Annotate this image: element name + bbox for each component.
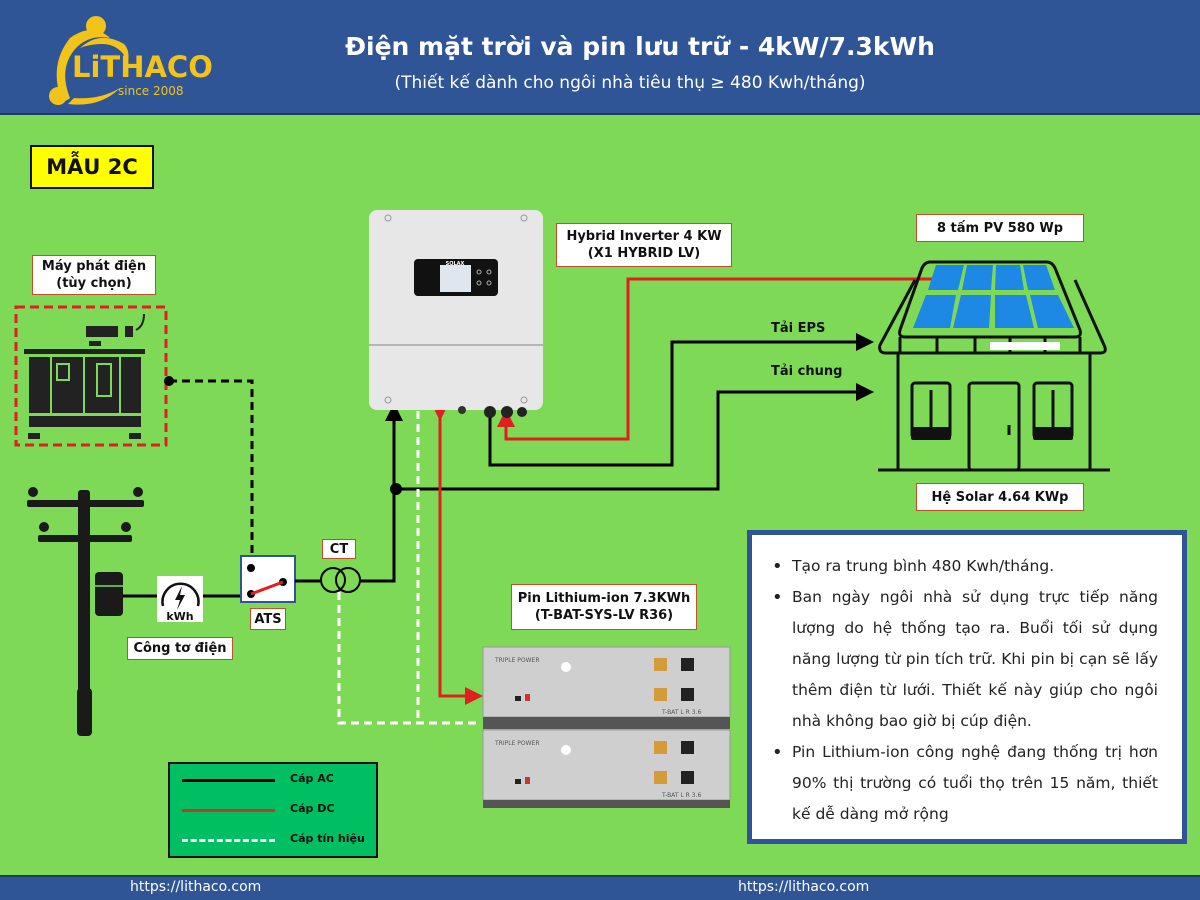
ats-label: ATS [250, 608, 286, 630]
inverter-brand: SOLAX [446, 261, 465, 267]
page-subtitle: (Thiết kế dành cho ngôi nhà tiêu thụ ≥ 4… [394, 73, 866, 93]
ct-label-text: CT [329, 541, 349, 557]
load-general-label: Tải chung [771, 364, 843, 379]
battery-module-label-2: T-BAT L R 3.6 [661, 792, 701, 799]
ats-label-text: ATS [254, 611, 282, 627]
pv-label: 8 tấm PV 580 Wp [916, 214, 1084, 242]
ats-switch-icon[interactable] [240, 555, 296, 603]
logo-text: LiTHACO [72, 50, 213, 84]
solar-system-label: Hệ Solar 4.64 KWp [916, 483, 1084, 511]
cable-legend: Cáp AC Cáp DC Cáp tín hiệu [168, 762, 378, 858]
model-badge: MẪU 2C [30, 145, 154, 189]
load-eps-label: Tải EPS [771, 321, 826, 336]
info-bullet: Tạo ra trung bình 480 Kwh/tháng. [772, 551, 1158, 582]
header: LiTHACO since 2008 Điện mặt trời và pin … [0, 0, 1200, 115]
inverter-label-line1: Hybrid Inverter 4 KW [566, 229, 722, 244]
utility-pole-icon [27, 487, 144, 736]
page-title: Điện mặt trời và pin lưu trữ - 4kW/7.3kW… [345, 32, 935, 61]
meter-unit: kWh [166, 610, 193, 623]
logo-since: since 2008 [118, 84, 184, 98]
battery-label-line1: Pin Lithium-ion 7.3KWh [517, 591, 691, 606]
legend-line-dc [182, 809, 275, 812]
battery-stack-icon[interactable]: TRIPLE POWER TRIPLE POWER T-BAT L R 3.6 … [482, 646, 731, 808]
info-bullet: Pin Lithium-ion công nghệ đang thống trị… [772, 737, 1158, 830]
house-icon [878, 260, 1110, 472]
battery-label-line2: (T-BAT-SYS-LV R36) [534, 608, 674, 623]
generator-label-line2: (tùy chọn) [56, 276, 132, 291]
legend-line-signal [182, 839, 275, 842]
legend-item-dc: Cáp DC [170, 800, 376, 820]
inverter-label-line2: (X1 HYBRID LV) [587, 246, 701, 261]
legend-item-signal: Cáp tín hiệu [170, 830, 376, 850]
meter-label-text: Công tơ điện [133, 641, 227, 656]
hybrid-inverter-icon[interactable]: SOLAX [369, 210, 543, 418]
lithaco-logo-icon [49, 16, 129, 105]
legend-label-ac: Cáp AC [290, 772, 334, 785]
inverter-label: Hybrid Inverter 4 KW (X1 HYBRID LV) [556, 223, 732, 267]
legend-label-dc: Cáp DC [290, 802, 335, 815]
footer-link-left[interactable]: https://lithaco.com [130, 879, 262, 895]
generator-label: Máy phát điện (tùy chọn) [32, 255, 156, 295]
solar-panels-icon [913, 265, 1074, 328]
battery-module-label-1: T-BAT L R 3.6 [661, 709, 701, 716]
meter-label: Công tơ điện [127, 637, 233, 660]
info-panel: Tạo ra trung bình 480 Kwh/tháng. Ban ngà… [747, 530, 1187, 844]
battery-label: Pin Lithium-ion 7.3KWh (T-BAT-SYS-LV R36… [511, 584, 697, 630]
footer: https://lithaco.com https://lithaco.com [0, 875, 1200, 900]
kwh-meter-icon: kWh [157, 576, 203, 623]
battery-brand-2: TRIPLE POWER [494, 740, 540, 747]
generator-icon [14, 305, 168, 447]
pv-label-text: 8 tấm PV 580 Wp [936, 220, 1064, 236]
ct-sensor-icon [320, 567, 361, 593]
battery-brand-1: TRIPLE POWER [494, 657, 540, 664]
footer-link-right[interactable]: https://lithaco.com [738, 879, 870, 895]
info-bullets: Tạo ra trung bình 480 Kwh/tháng. Ban ngà… [772, 551, 1158, 830]
generator-label-line1: Máy phát điện [41, 259, 147, 274]
legend-line-ac [182, 779, 275, 782]
info-bullet: Ban ngày ngôi nhà sử dụng trực tiếp năng… [772, 582, 1158, 737]
legend-label-signal: Cáp tín hiệu [290, 832, 365, 845]
ct-label: CT [322, 539, 356, 559]
solar-system-label-text: Hệ Solar 4.64 KWp [931, 489, 1069, 505]
legend-item-ac: Cáp AC [170, 770, 376, 790]
